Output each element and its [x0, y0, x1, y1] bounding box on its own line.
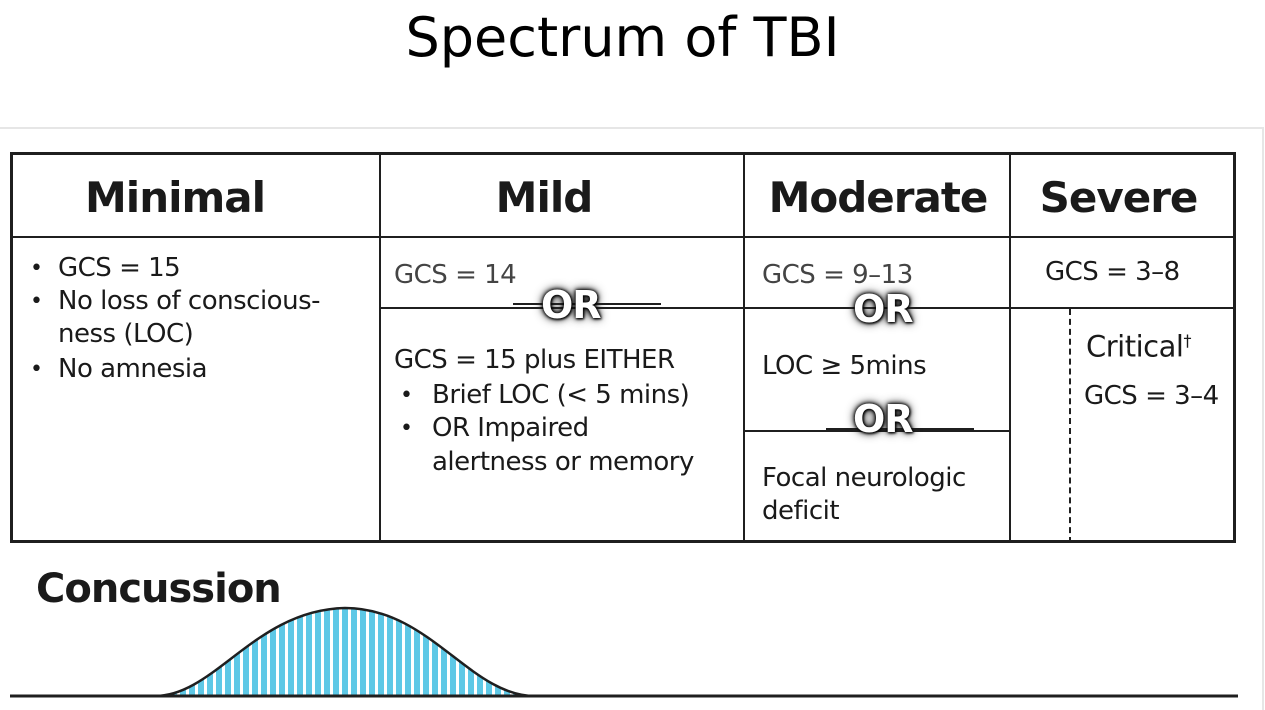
critical-dagger: † [1183, 331, 1191, 350]
bullet-dot: • [400, 416, 413, 441]
bullet-dot: • [30, 289, 43, 314]
moderate-focal: Focal neurologic [762, 463, 966, 493]
header-divider [10, 236, 1236, 238]
minimal-item: ness (LOC) [58, 319, 194, 349]
concussion-label: Concussion [36, 566, 282, 612]
or-connector [826, 428, 974, 430]
mild-gcs: GCS = 14 [394, 260, 517, 290]
mild-either: GCS = 15 plus EITHER [394, 345, 675, 375]
bullet-dot: • [400, 383, 413, 408]
or-label: OR [541, 283, 602, 327]
page-title: Spectrum of TBI [405, 6, 840, 69]
header-minimal: Minimal [85, 172, 266, 222]
header-severe: Severe [1039, 172, 1199, 222]
critical-text: Critical [1086, 329, 1184, 364]
minimal-item: No loss of conscious- [58, 286, 321, 316]
bullet-dot: • [30, 256, 43, 281]
mild-item: alertness or memory [432, 447, 694, 477]
moderate-focal: deficit [762, 496, 840, 526]
column-divider [379, 153, 381, 543]
critical-label: Critical† [1086, 324, 1191, 364]
or-label: OR [853, 287, 914, 331]
mild-item: OR Impaired [432, 413, 589, 443]
row-divider [379, 307, 1236, 309]
concussion-curve [10, 606, 1238, 698]
curve-area [154, 606, 536, 698]
mild-item: Brief LOC (< 5 mins) [432, 380, 690, 410]
header-mild: Mild [495, 172, 594, 222]
tbi-table [10, 152, 1236, 543]
row-divider [743, 430, 1011, 432]
or-label: OR [853, 397, 914, 441]
minimal-item: GCS = 15 [58, 253, 181, 283]
severe-gcs: GCS = 3–8 [1045, 257, 1180, 287]
column-divider [1009, 153, 1011, 543]
bullet-dot: • [30, 357, 43, 382]
header-moderate: Moderate [768, 172, 989, 222]
minimal-item: No amnesia [58, 354, 208, 384]
moderate-loc: LOC ≥ 5mins [762, 351, 927, 381]
column-divider [743, 153, 745, 543]
slide-frame [0, 127, 1264, 710]
critical-dashed-left [1069, 309, 1071, 543]
or-connector [513, 303, 661, 305]
critical-gcs: GCS = 3–4 [1084, 381, 1219, 411]
moderate-gcs: GCS = 9–13 [762, 260, 913, 290]
critical-dashed-top [1071, 307, 1234, 309]
